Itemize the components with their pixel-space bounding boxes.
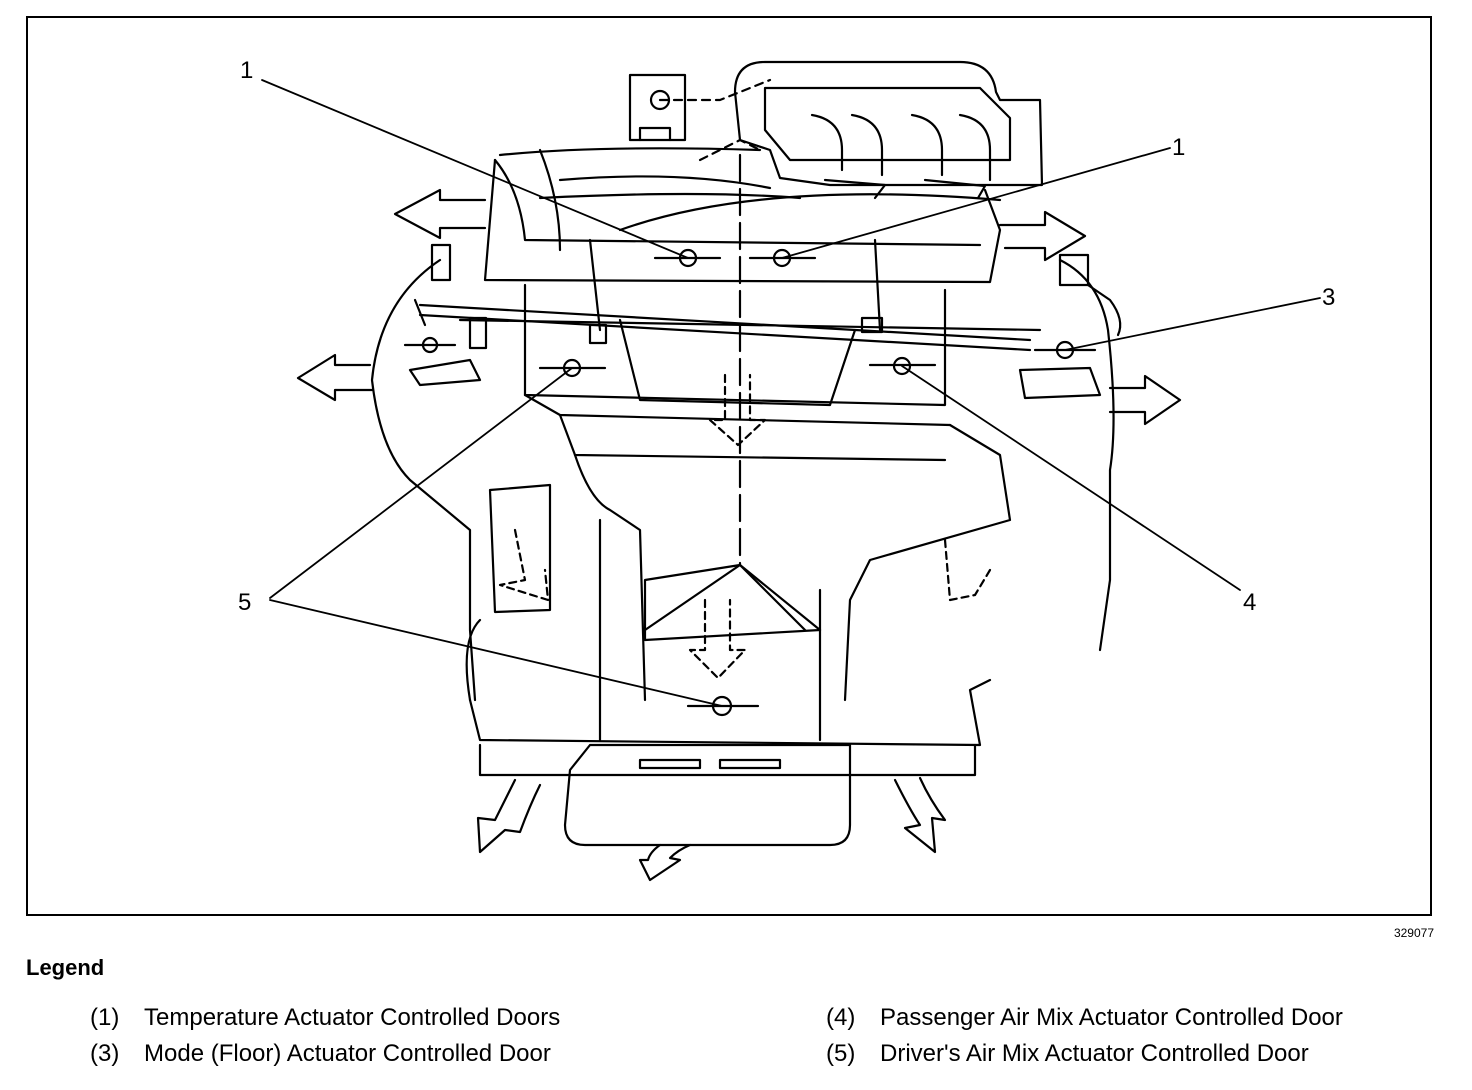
defroster-duct <box>733 60 1044 200</box>
side-actuators <box>430 243 1122 337</box>
legend-item-4: (4) Passenger Air Mix Actuator Controlled… <box>826 1004 1343 1032</box>
callout-5: 5 <box>238 589 251 616</box>
legend-item-number: (4) <box>826 1004 856 1031</box>
linkage-rods <box>413 238 1042 352</box>
legend-item-text: Passenger Air Mix Actuator Controlled Do… <box>880 1004 1343 1031</box>
figure-id: 329077 <box>1393 926 1434 940</box>
figure-frame <box>26 16 1432 916</box>
legend-item-text: Temperature Actuator Controlled Doors <box>144 1004 561 1031</box>
callout-4: 4 <box>1243 589 1256 616</box>
legend-item-number: (5) <box>826 1040 856 1067</box>
leader-lines <box>261 79 1321 707</box>
legend-item-1: (1) Temperature Actuator Controlled Doors <box>90 1004 560 1032</box>
hvac-module-diagram: 1 1 3 4 5 <box>238 57 1335 882</box>
mounting-bracket <box>628 73 687 142</box>
callout-1-left: 1 <box>240 57 253 84</box>
legend-item-number: (1) <box>90 1004 120 1031</box>
callout-1-right: 1 <box>1172 134 1185 161</box>
legend-item-number: (3) <box>90 1040 120 1067</box>
legend-title: Legend <box>26 955 105 980</box>
main-housing <box>370 258 1115 777</box>
legend-item-text: Mode (Floor) Actuator Controlled Door <box>144 1040 551 1067</box>
upper-housing <box>483 78 1002 284</box>
legend-item-3: (3) Mode (Floor) Actuator Controlled Door <box>90 1040 551 1068</box>
callout-3: 3 <box>1322 284 1335 311</box>
internal-airflow-arrows <box>498 373 992 680</box>
legend-item-text: Driver's Air Mix Actuator Controlled Doo… <box>880 1040 1309 1067</box>
legend-item-5: (5) Driver's Air Mix Actuator Controlled … <box>826 1040 1309 1068</box>
outlet-arrows <box>296 188 1182 882</box>
floor-outlet <box>563 153 852 847</box>
